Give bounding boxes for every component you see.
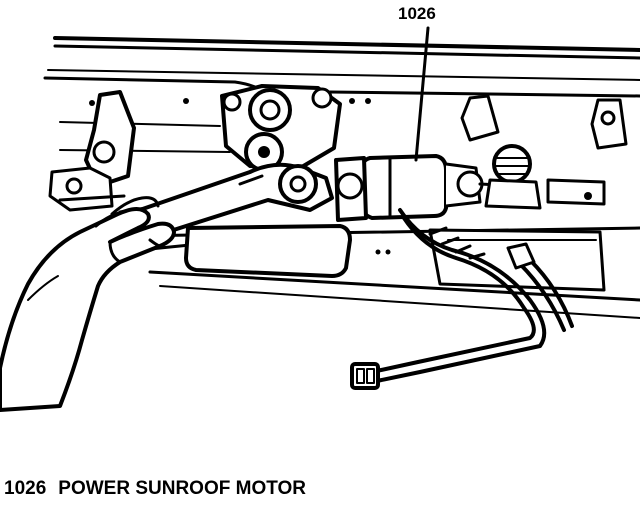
track-channel [184, 224, 606, 292]
left-bracket [48, 90, 136, 212]
sunroof-motor [334, 154, 522, 222]
caption-number: 1026 [4, 478, 47, 499]
wrench [126, 162, 334, 242]
callout-label: 1026 [398, 4, 436, 23]
electrical-connector [350, 362, 380, 390]
drive-gear [484, 144, 606, 210]
callout-leader [414, 26, 430, 162]
technician-hand [0, 196, 176, 412]
gear-housing [220, 84, 342, 172]
wiring-harness [370, 208, 574, 384]
figure-caption: 1026 POWER SUNROOF MOTOR [4, 478, 306, 500]
right-brackets [460, 94, 628, 150]
caption-text: POWER SUNROOF MOTOR [58, 478, 306, 499]
